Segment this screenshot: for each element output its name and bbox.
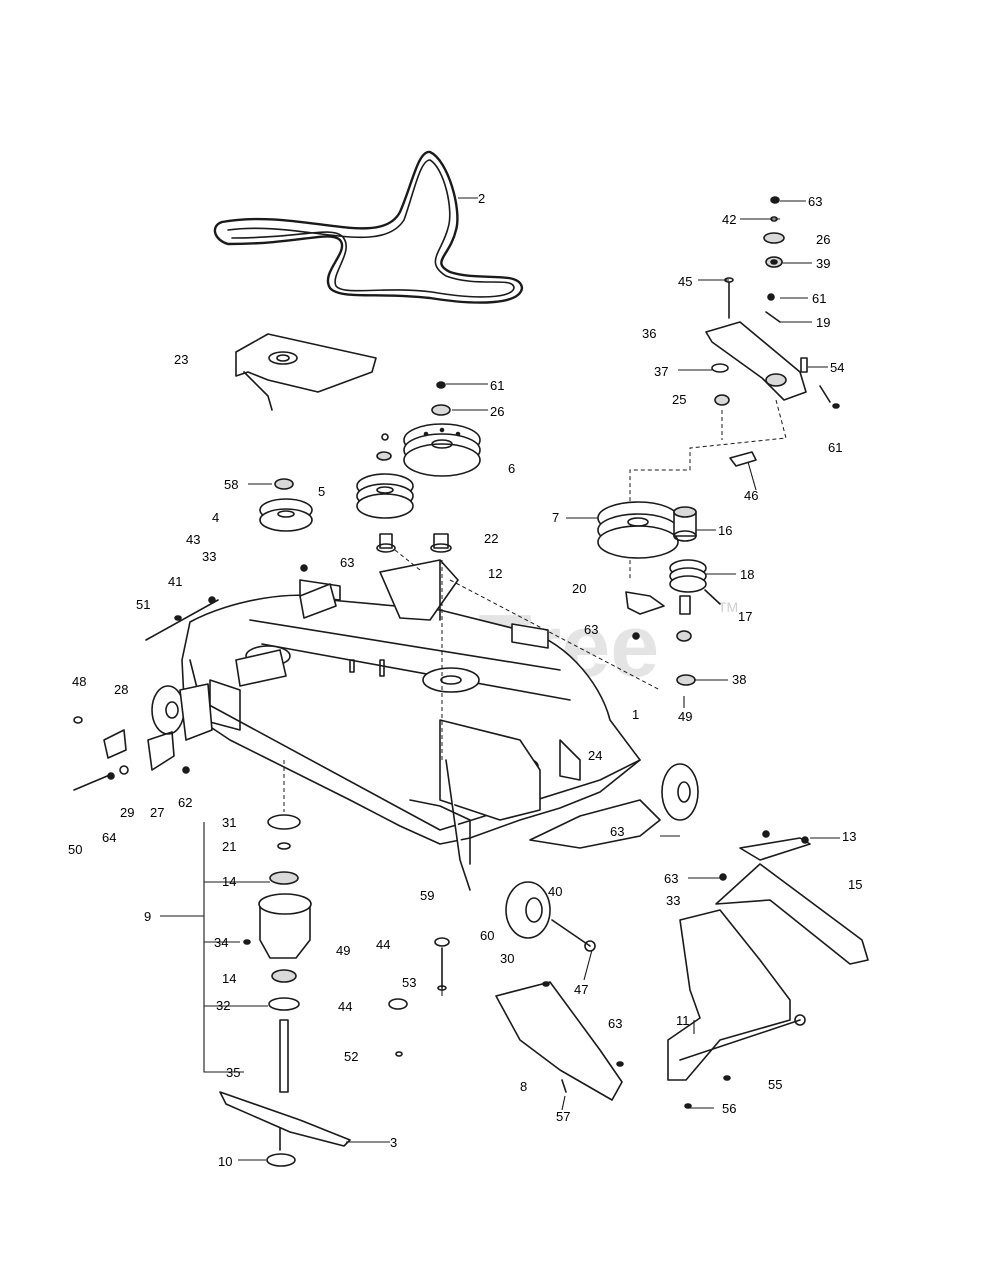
callout-49: 49 <box>678 709 692 724</box>
callout-34: 34 <box>214 935 228 950</box>
deck-bracket-left <box>235 564 337 687</box>
callout-38: 38 <box>732 672 746 687</box>
callout-2: 2 <box>478 191 485 206</box>
callout-22: 22 <box>484 531 498 546</box>
idler-arm-hardware-stack <box>629 196 840 580</box>
drive-belt <box>213 150 524 304</box>
callout-59: 59 <box>420 888 434 903</box>
callout-3: 3 <box>390 1135 397 1150</box>
callout-49: 49 <box>336 943 350 958</box>
callout-33: 33 <box>666 893 680 908</box>
callout-46: 46 <box>744 488 758 503</box>
callout-5: 5 <box>318 484 325 499</box>
leader-dash-a <box>394 549 421 571</box>
callout-numbers: 2 63 42 26 39 45 61 19 36 54 37 25 61 46… <box>68 191 862 1169</box>
spindle-assembly <box>219 814 351 1167</box>
callout-31: 31 <box>222 815 236 830</box>
callout-62: 62 <box>178 795 192 810</box>
right-idler-pulley-assembly <box>597 501 721 686</box>
callout-14: 14 <box>222 874 236 889</box>
callout-23: 23 <box>174 352 188 367</box>
callout-26: 26 <box>816 232 830 247</box>
callout-7: 7 <box>552 510 559 525</box>
callout-53: 53 <box>402 975 416 990</box>
callout-64: 64 <box>102 830 116 845</box>
callout-61: 61 <box>490 378 504 393</box>
callout-26: 26 <box>490 404 504 419</box>
callout-30: 30 <box>500 951 514 966</box>
callout-47: 47 <box>574 982 588 997</box>
callout-63: 63 <box>808 194 822 209</box>
callout-25: 25 <box>672 392 686 407</box>
callout-58: 58 <box>224 477 238 492</box>
callout-16: 16 <box>718 523 732 538</box>
callout-52: 52 <box>344 1049 358 1064</box>
callout-8: 8 <box>520 1079 527 1094</box>
callout-63: 63 <box>340 555 354 570</box>
callout-61: 61 <box>812 291 826 306</box>
left-bolt-hardware <box>145 596 219 641</box>
callout-48: 48 <box>72 674 86 689</box>
callout-24: 24 <box>588 748 602 763</box>
callout-54: 54 <box>830 360 844 375</box>
callout-36: 36 <box>642 326 656 341</box>
callout-63: 63 <box>584 622 598 637</box>
discharge-chute-assembly <box>667 830 869 1109</box>
leader-dash-b <box>449 579 661 691</box>
callout-42: 42 <box>722 212 736 227</box>
callout-41: 41 <box>168 574 182 589</box>
callout-63: 63 <box>610 824 624 839</box>
callout-63: 63 <box>608 1016 622 1031</box>
callout-44: 44 <box>376 937 390 952</box>
callout-6: 6 <box>508 461 515 476</box>
callout-18: 18 <box>740 567 754 582</box>
loose-hardware-center <box>388 937 450 1057</box>
callout-45: 45 <box>678 274 692 289</box>
callout-9: 9 <box>144 909 151 924</box>
callout-60: 60 <box>480 928 494 943</box>
discharge-baffle <box>495 981 624 1101</box>
callout-55: 55 <box>768 1077 782 1092</box>
callout-51: 51 <box>136 597 150 612</box>
callout-12: 12 <box>488 566 502 581</box>
callout-11: 11 <box>676 1013 690 1028</box>
callout-35: 35 <box>226 1065 240 1080</box>
callout-43: 43 <box>186 532 200 547</box>
callout-28: 28 <box>114 682 128 697</box>
callout-15: 15 <box>848 877 862 892</box>
rear-gauge-wheel <box>505 763 699 952</box>
callout-32: 32 <box>216 998 230 1013</box>
watermark-trademark: TM <box>718 599 738 615</box>
callout-44: 44 <box>338 999 352 1014</box>
callout-1: 1 <box>632 707 639 722</box>
callout-33: 33 <box>202 549 216 564</box>
callout-63: 63 <box>664 871 678 886</box>
callout-13: 13 <box>842 829 856 844</box>
callout-17: 17 <box>738 609 752 624</box>
callout-21: 21 <box>222 839 236 854</box>
callout-37: 37 <box>654 364 668 379</box>
callout-50: 50 <box>68 842 82 857</box>
callout-10: 10 <box>218 1154 232 1169</box>
callout-40: 40 <box>548 884 562 899</box>
callout-61: 61 <box>828 440 842 455</box>
callout-29: 29 <box>120 805 134 820</box>
leader-lines <box>238 197 840 1161</box>
left-gauge-wheel <box>73 683 213 791</box>
callout-39: 39 <box>816 256 830 271</box>
callout-4: 4 <box>212 510 219 525</box>
callout-27: 27 <box>150 805 164 820</box>
callout-14: 14 <box>222 971 236 986</box>
callout-57: 57 <box>556 1109 570 1124</box>
main-pulley-assembly <box>259 381 481 553</box>
belt-cover-plate <box>235 333 377 411</box>
callout-56: 56 <box>722 1101 736 1116</box>
callout-20: 20 <box>572 581 586 596</box>
callout-19: 19 <box>816 315 830 330</box>
spindle-group-bracket <box>160 822 270 1073</box>
